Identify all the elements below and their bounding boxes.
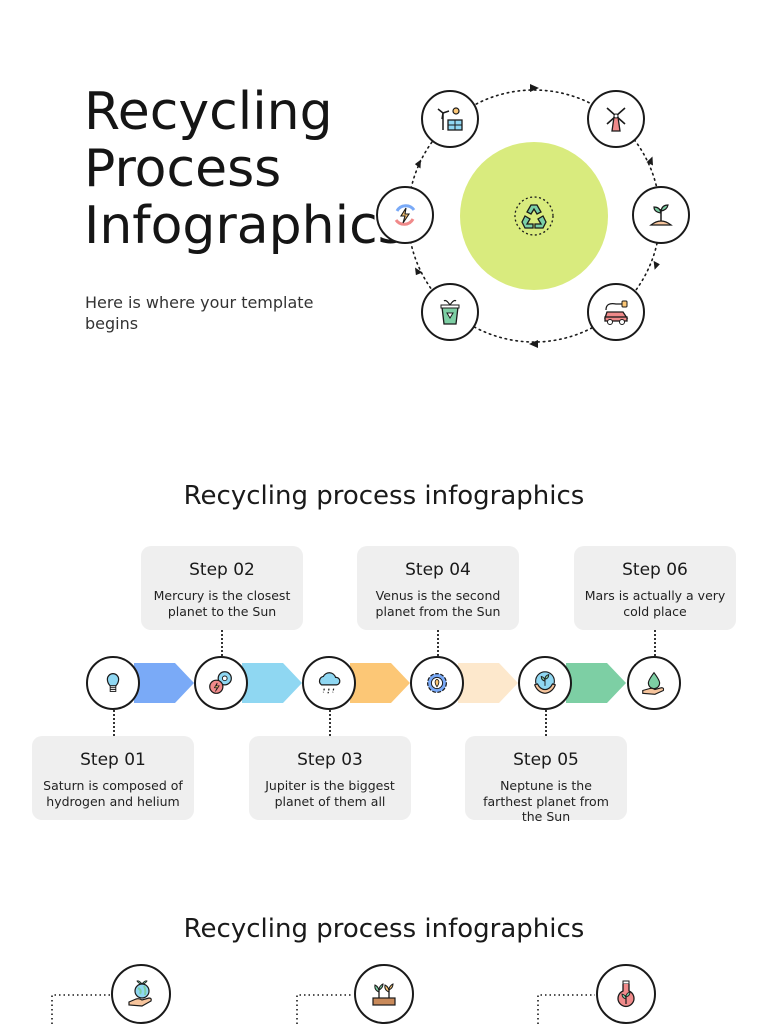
step-description: Saturn is composed of hydrogen and heliu… <box>43 778 183 809</box>
step-card-01: Step 01 Saturn is composed of hydrogen a… <box>32 736 194 820</box>
flask-plant-icon <box>596 964 656 1024</box>
process-arrow-4 <box>458 663 518 703</box>
hand-drop-icon <box>627 656 681 710</box>
process-arrow-3 <box>350 663 410 703</box>
step-description: Mars is actually a very cold place <box>584 588 726 619</box>
step-card-06: Step 06 Mars is actually a very cold pla… <box>574 546 736 630</box>
windmill-icon <box>587 90 645 148</box>
arrowhead-right-lower <box>653 260 660 270</box>
connector-step-04 <box>437 630 439 656</box>
step-card-02: Step 02 Mercury is the closest planet to… <box>141 546 303 630</box>
step-description: Venus is the second planet from the Sun <box>375 588 501 619</box>
rain-cloud-icon <box>302 656 356 710</box>
cycle-ring <box>407 84 661 348</box>
step-title: Step 06 <box>622 560 688 580</box>
hand-globe-icon <box>111 964 171 1024</box>
page-title: Recycling Process Infographics <box>84 82 405 256</box>
plant-pots-icon <box>354 964 414 1024</box>
step-title: Step 01 <box>80 750 146 770</box>
lightbulb-icon <box>86 656 140 710</box>
step-title: Step 02 <box>189 560 255 580</box>
cycle-diagram <box>370 80 700 355</box>
hands-plant-icon <box>518 656 572 710</box>
electric-car-icon <box>587 283 645 341</box>
step-description: Mercury is the closest planet to the Sun <box>153 588 291 619</box>
arrowhead-right-upper <box>646 156 653 166</box>
center-disc <box>460 142 608 290</box>
connector-step-01 <box>113 710 115 736</box>
section2-connectors <box>51 994 595 1024</box>
sprout-icon <box>632 186 690 244</box>
wind-solar-icon <box>421 90 479 148</box>
step-description: Neptune is the farthest planet from the … <box>483 778 609 824</box>
section-title-2: Recycling process infographics <box>183 914 585 944</box>
connector-step-02 <box>221 630 223 656</box>
renewable-energy-icon <box>376 186 434 244</box>
step-card-04: Step 04 Venus is the second planet from … <box>357 546 519 630</box>
process-arrow-1 <box>134 663 194 703</box>
section-title-1: Recycling process infographics <box>183 481 585 511</box>
arrow-track <box>134 663 626 703</box>
step-card-05: Step 05 Neptune is the farthest planet f… <box>465 736 627 824</box>
connector-step-06 <box>654 630 656 656</box>
connector-step-05 <box>545 710 547 736</box>
step-title: Step 04 <box>405 560 471 580</box>
step-description: Jupiter is the biggest planet of them al… <box>265 778 395 809</box>
page-subtitle: Here is where your template begins <box>85 293 314 333</box>
process-arrow-5 <box>566 663 626 703</box>
arrowhead-top <box>530 84 539 92</box>
arrowhead-bottom <box>529 340 538 348</box>
gear-leaf-icon <box>410 656 464 710</box>
arrowhead-left-upper <box>414 159 421 169</box>
recycle-icon <box>514 196 554 236</box>
step-title: Step 05 <box>513 750 579 770</box>
connector-step-03 <box>329 710 331 736</box>
energy-bubbles-icon <box>194 656 248 710</box>
step-card-03: Step 03 Jupiter is the biggest planet of… <box>249 736 411 820</box>
process-arrow-2 <box>242 663 302 703</box>
recycle-bin-icon <box>421 283 479 341</box>
step-title: Step 03 <box>297 750 363 770</box>
arrowhead-left-lower <box>415 267 423 276</box>
